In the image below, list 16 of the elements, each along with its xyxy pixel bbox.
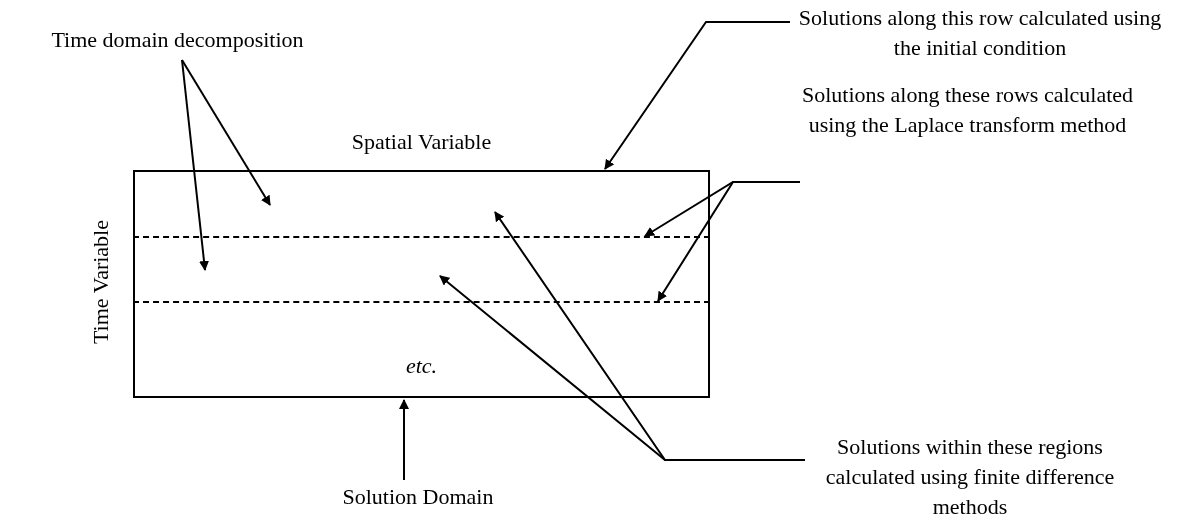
axis-label: Spatial Variable	[350, 128, 493, 156]
dashed-divider	[133, 301, 710, 303]
continuation-text: etc.	[404, 352, 439, 380]
leader-line	[657, 181, 801, 302]
annotation-text: Solutions within these regions calculated using finite difference methods	[805, 432, 1135, 524]
annotation-text: Solutions along these rows calculated using the Laplace transform method	[800, 80, 1135, 172]
leader-line	[181, 59, 271, 206]
leader-line	[604, 21, 791, 170]
leader-line	[181, 59, 209, 271]
leader-line	[399, 399, 409, 481]
annotation-text: Solution Domain	[318, 482, 518, 514]
annotation-text: Time domain decomposition	[5, 25, 350, 59]
axis-label: Time Variable	[87, 220, 114, 345]
dashed-divider	[133, 236, 710, 238]
annotation-text: Solutions along this row calculated using the initial condition	[790, 3, 1170, 65]
leader-line	[439, 275, 806, 461]
